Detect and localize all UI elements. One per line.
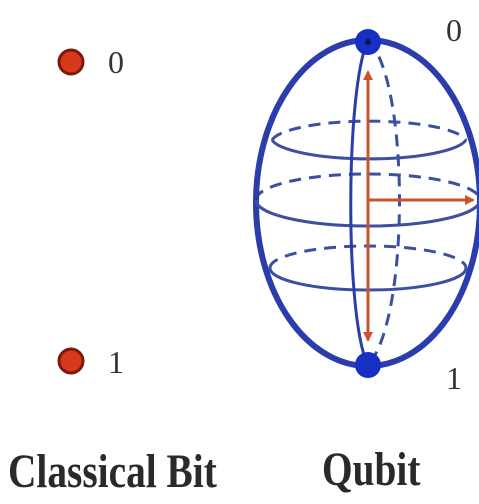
qubit-pole-bottom-label: 1 — [446, 360, 462, 396]
classical-bit-state-1-label: 1 — [108, 344, 124, 380]
bloch-sphere — [253, 29, 479, 378]
qubit-pole-top-label: 0 — [446, 12, 462, 48]
qubit-caption: Qubit — [322, 443, 421, 496]
pole-bottom-dot — [355, 352, 381, 378]
classical-bit-state-0-label: 0 — [108, 44, 124, 80]
pole-top-dot-center — [365, 39, 371, 45]
classical-bit-caption: Classical Bit — [8, 445, 217, 498]
meridian-back — [366, 38, 401, 367]
classical-bit-state-1-dot — [57, 347, 85, 375]
meridian-front — [349, 39, 370, 366]
latitude-equator-back — [254, 172, 479, 201]
classical-bit-state-0-dot — [57, 48, 85, 76]
